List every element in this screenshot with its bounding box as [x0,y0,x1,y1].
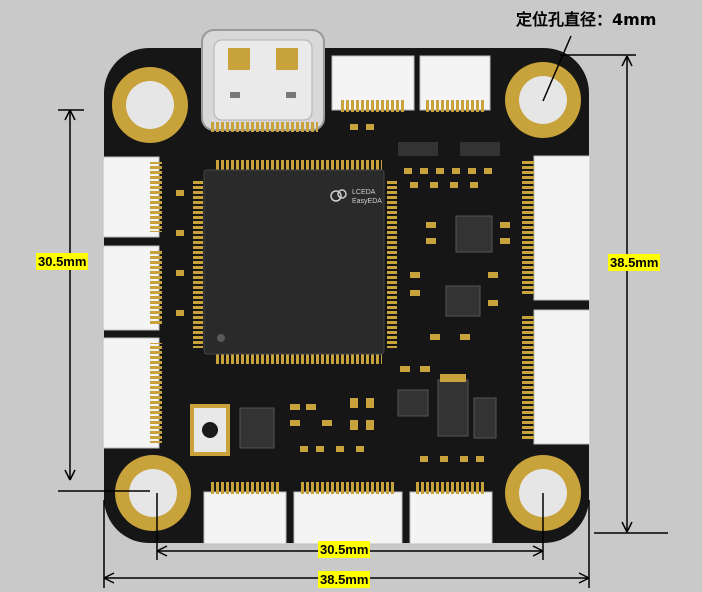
connector-right-1 [522,155,591,301]
connector-left-3 [102,337,162,449]
boot-button [190,404,230,456]
bottom-outer-dimension-label: 38.5mm [318,571,371,588]
left-vertical-dimension-label: 30.5mm [36,253,89,270]
connector-bottom-1 [203,482,287,545]
chip-logo-line1: LCEDA [352,189,376,196]
ic-small-3 [239,407,275,449]
lceda-logo-icon [330,189,347,202]
ic-small-4 [397,389,429,417]
bottom-inner-dimension-label: 30.5mm [318,541,371,558]
connector-bottom-3 [409,482,493,545]
smd-components [176,124,510,462]
connector-top-1 [331,55,415,112]
usb-c-connector [201,29,325,132]
ic-small-1 [455,215,493,253]
connector-bottom-2 [293,482,403,545]
connector-left-2 [102,245,162,331]
connector-top-2 [419,55,491,112]
connector-right-2 [522,309,591,445]
chip-logo-line2: EasyEDA [352,198,382,205]
hole-diameter-label: 定位孔直径：4mm [516,10,657,29]
connector-left-1 [102,156,162,238]
right-vertical-dimension-label: 38.5mm [608,254,661,271]
mounting-hole-bottom-left [115,455,191,531]
mcu-chip: LCEDA EasyEDA [193,160,397,364]
mounting-hole-top-left [112,67,188,143]
ic-small-2 [445,285,481,317]
ic-regulator [437,374,497,439]
